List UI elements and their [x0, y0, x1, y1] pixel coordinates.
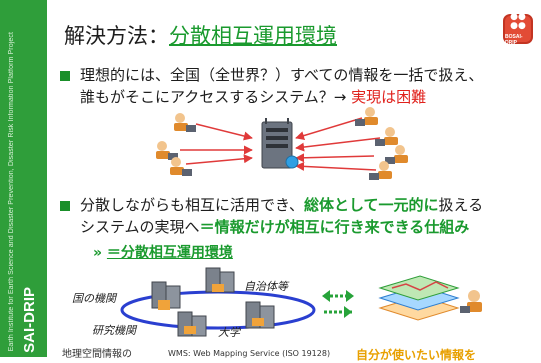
server-icon — [205, 267, 235, 293]
bullet1-text: 理想的には、全国（全世界？）すべての情報を一括で扱え、 誰もがそこにアクセスする… — [80, 64, 483, 108]
logo-text: BOSAI-DRIP — [505, 33, 523, 46]
label-national: 国の機関 — [72, 292, 116, 305]
exchange-arrow-icon — [322, 290, 354, 318]
map-layers-icon — [378, 275, 460, 321]
bullet1-line2: 誰もがそこにアクセスするシステム？→ 実現は困難 — [80, 88, 427, 106]
title-accent: 分散相互運用環境 — [169, 24, 337, 48]
server-icon — [245, 301, 275, 329]
label-research: 研究機関 — [92, 324, 136, 337]
bullet2-text: 分散しながらも相互に活用でき、総体として一元的に扱える システムの実現へ＝情報だ… — [80, 194, 483, 238]
bullet2-line1: 分散しながらも相互に活用でき、総体として一元的に扱える — [80, 196, 484, 214]
server-icon — [151, 281, 181, 310]
label-local: 自治体等 — [244, 280, 288, 293]
sub-text: ＝分散相互運用環境 — [106, 245, 233, 261]
footer-left: 地理空間情報の — [62, 349, 132, 360]
sub-point: » ＝分散相互運用環境 — [93, 242, 233, 262]
server-icon — [177, 311, 207, 337]
user-icon — [170, 157, 192, 176]
title-prefix: 解決方法： — [64, 24, 169, 48]
user-icon — [355, 107, 378, 126]
bullet1-line1: 理想的には、全国（全世界？）すべての情報を一括で扱え、 — [80, 66, 484, 84]
central-server-icon — [261, 118, 299, 169]
user-icon — [369, 161, 392, 180]
footer-right: 自分が使いたい情報を — [356, 348, 477, 362]
user-icon — [156, 141, 178, 160]
user-icon — [375, 127, 398, 146]
bosai-drip-logo: ●●●● BOSAI-DRIP — [503, 11, 533, 46]
bullet1-red: 実現は困難 — [351, 88, 427, 106]
user-icon — [460, 290, 482, 313]
logo-dots-icon: ●●●● — [510, 11, 526, 31]
bullet2-green-1: 総体として一元的に — [303, 196, 439, 214]
slide-title: 解決方法：分散相互運用環境 — [64, 20, 337, 50]
user-icon — [174, 113, 196, 132]
bullet-marker — [60, 71, 70, 81]
label-university: 大学 — [218, 326, 240, 339]
bullet-marker — [60, 201, 70, 211]
bullet2-line2: システムの実現へ＝情報だけが相互に行き来できる仕組み — [80, 218, 470, 236]
footer-mid: WMS: Web Mapping Service (ISO 19128) — [168, 349, 331, 358]
sub-arrow-icon: » — [93, 245, 107, 261]
bullet2-green-2: ＝情報だけが相互に行き来できる仕組み — [199, 218, 470, 236]
user-icon — [385, 145, 408, 164]
sidebar: Earth Institute for Earth Science and Di… — [0, 0, 47, 357]
